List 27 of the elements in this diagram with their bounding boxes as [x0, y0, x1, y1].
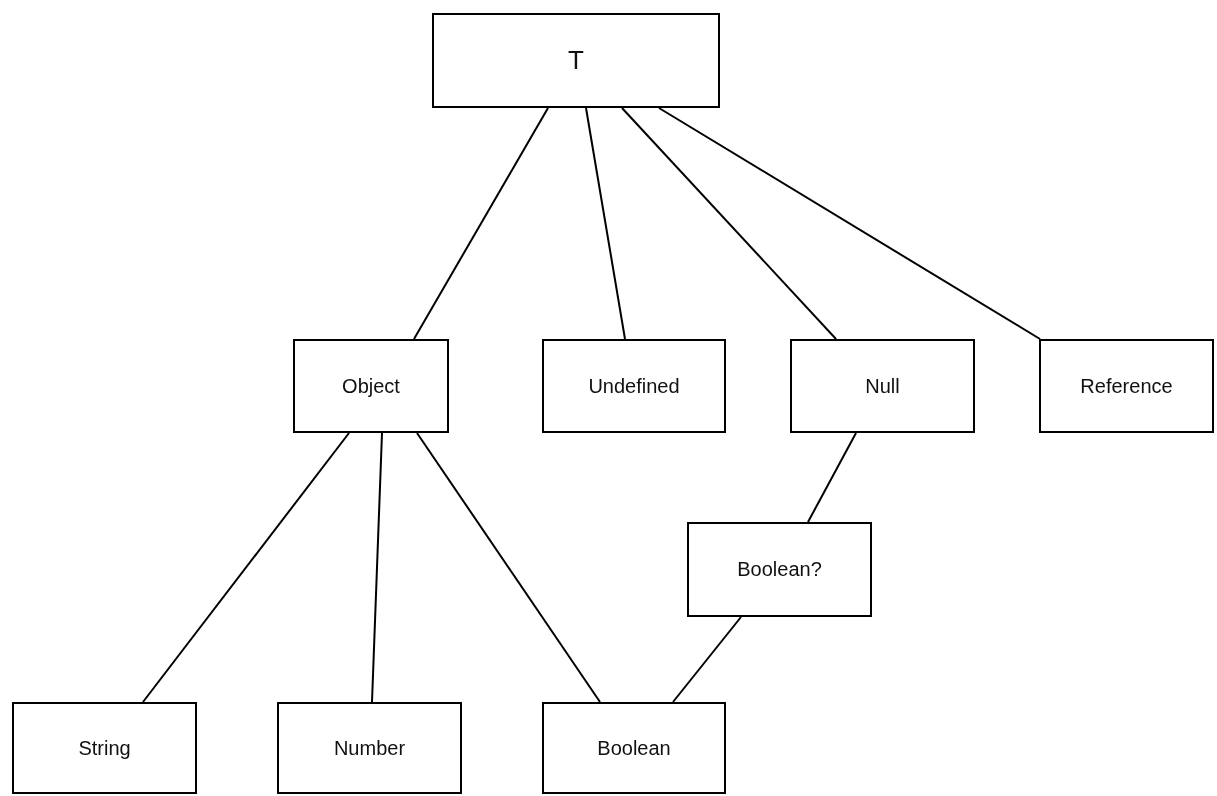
connector-line: [807, 432, 857, 523]
connector-line: [416, 432, 601, 703]
type-box: [542, 339, 726, 433]
connector-line: [621, 107, 837, 340]
connector-line: [672, 616, 742, 703]
type-box: [432, 13, 720, 108]
type-box: [542, 702, 726, 794]
type-name: Undefined: [588, 374, 680, 398]
type-name: Null: [865, 374, 900, 398]
type-name: Boolean?: [737, 558, 822, 581]
type-name: Reference: [1080, 374, 1173, 398]
type-name: Boolean: [597, 736, 671, 760]
connector-line: [413, 107, 549, 340]
type-name: String: [78, 736, 131, 760]
type-box: [790, 339, 975, 433]
type-name: Object: [342, 374, 400, 398]
connector-line: [658, 107, 1041, 340]
type-name: Number: [333, 736, 406, 760]
type-box: [277, 702, 462, 794]
type-box: [1039, 339, 1214, 433]
connector-line: [585, 107, 626, 340]
type-box: [12, 702, 197, 794]
connector-line: [371, 432, 383, 703]
type-box: [687, 522, 872, 617]
type-box: [293, 339, 449, 433]
type-name: T: [568, 45, 584, 76]
connector-line: [142, 432, 350, 703]
